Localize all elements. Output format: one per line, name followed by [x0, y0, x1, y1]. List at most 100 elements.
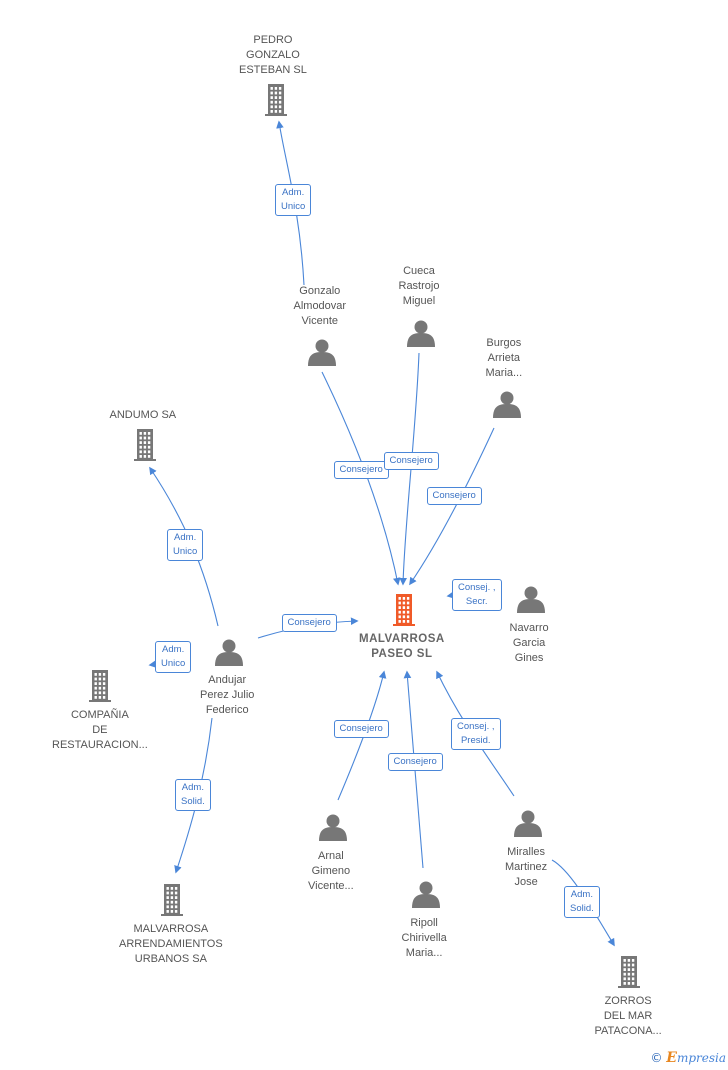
node-label-line: Burgos: [486, 337, 522, 349]
edge-label-e5[interactable]: Consej. , Secr.: [452, 579, 502, 611]
edge-label-e11[interactable]: Consejero: [387, 753, 443, 771]
node-label-line: ZORROS: [604, 995, 652, 1007]
node-label-malvarrosa[interactable]: MALVARROSA PASEO SL: [359, 632, 445, 662]
edge-label-line: Consejero: [393, 756, 437, 767]
edge-label-e4[interactable]: Consejero: [426, 487, 482, 505]
node-label-line: Maria...: [405, 947, 443, 959]
node-label-line: ANDUMO SA: [109, 409, 177, 421]
node-label-line: Miguel: [402, 295, 436, 307]
copyright-symbol: ©: [650, 1051, 663, 1065]
edge-label-line: Consejero: [339, 723, 383, 734]
cueca-person-icon[interactable]: [407, 320, 435, 348]
edge-label-line: Consejero: [432, 490, 476, 501]
node-label-line: Cueca: [403, 265, 435, 277]
edge-label-line: Adm.: [570, 889, 593, 900]
edge-label-line: Unico: [173, 546, 198, 557]
node-label-line: URBANOS SA: [134, 953, 207, 965]
node-label-line: Martinez: [505, 861, 548, 873]
compania-building-icon[interactable]: [89, 670, 111, 702]
node-label-line: Jose: [514, 876, 538, 888]
node-label-line: Vicente: [301, 315, 339, 327]
edge-label-e13[interactable]: Adm. Solid.: [564, 886, 600, 918]
node-label-line: Chirivella: [401, 932, 447, 944]
node-label-line: PATACONA...: [594, 1025, 662, 1037]
node-label-line: Almodovar: [293, 300, 347, 312]
edge-label-e3[interactable]: Consejero: [383, 452, 439, 470]
edge-label-line: Solid.: [570, 903, 594, 914]
edge-label-line: Adm.: [282, 187, 305, 198]
edge-label-line: Unico: [281, 201, 306, 212]
edge-label-line: Presid.: [460, 735, 491, 746]
gonzalo-person-icon[interactable]: [308, 339, 336, 367]
node-label-line: RESTAURACION...: [52, 739, 148, 751]
edge-gonzalo-to-malvarrosa: [321, 371, 401, 586]
node-label-zorros[interactable]: ZORROS DEL MAR PATACONA...: [595, 994, 662, 1039]
node-label-line: Arnal: [317, 850, 344, 862]
node-label-line: Miralles: [507, 846, 546, 858]
edge-label-e6[interactable]: Adm. Unico: [167, 529, 204, 561]
edge-label-e8[interactable]: Consejero: [281, 614, 337, 632]
edge-label-line: Consejero: [389, 455, 433, 466]
node-label-line: Rastrojo: [398, 280, 440, 292]
edge-label-e1[interactable]: Adm. Unico: [275, 184, 312, 216]
miralles-person-icon[interactable]: [514, 810, 542, 838]
brand-name: mpresia: [676, 1051, 726, 1065]
node-label-line: Maria...: [485, 367, 523, 379]
arrend-building-icon[interactable]: [161, 884, 183, 916]
edge-label-line: Adm.: [181, 782, 204, 793]
edge-burgos-to-malvarrosa: [409, 427, 495, 586]
edge-label-line: Adm.: [162, 644, 185, 655]
arnal-person-icon[interactable]: [319, 814, 347, 842]
zorros-building-icon[interactable]: [618, 956, 640, 988]
node-label-line: Vicente...: [308, 880, 354, 892]
edge-label-line: Solid.: [181, 796, 205, 807]
node-label-line: DEL MAR: [603, 1010, 653, 1022]
node-label-line: Andujar: [208, 674, 247, 686]
node-label-andumo[interactable]: ANDUMO SA: [110, 408, 177, 423]
edge-label-e10[interactable]: Consejero: [333, 720, 389, 738]
edge-label-line: Consej. ,: [458, 582, 496, 593]
node-label-line: Perez Julio: [200, 689, 255, 701]
edge-label-line: Unico: [161, 658, 186, 669]
edge-label-line: Consejero: [339, 464, 383, 475]
node-label-line: Gines: [514, 652, 544, 664]
andujar-person-icon[interactable]: [215, 639, 243, 667]
edge-label-e9[interactable]: Adm. Solid.: [175, 779, 211, 811]
edge-label-e12[interactable]: Consej. , Presid.: [451, 718, 501, 750]
burgos-person-icon[interactable]: [493, 391, 521, 419]
node-label-line: PEDRO: [253, 34, 293, 46]
node-label-arrend[interactable]: MALVARROSA ARRENDAMIENTOS URBANOS SA: [119, 922, 223, 967]
node-label-line: Ripoll: [410, 917, 438, 929]
edge-label-e7[interactable]: Adm. Unico: [155, 641, 192, 673]
edge-label-e2[interactable]: Consejero: [333, 461, 389, 479]
ripoll-person-icon[interactable]: [412, 881, 440, 909]
brand-footer[interactable]: © Empresia: [650, 1050, 726, 1066]
node-label-line: MALVARROSA: [133, 923, 209, 935]
brand-initial: E: [666, 1050, 677, 1066]
node-label-line: Arrieta: [487, 352, 521, 364]
andumo-building-icon[interactable]: [134, 429, 156, 461]
navarro-person-icon[interactable]: [517, 586, 545, 614]
edge-label-line: Secr.: [465, 596, 488, 607]
edge-label-line: Adm.: [174, 532, 197, 543]
edge-label-line: Consejero: [287, 617, 331, 628]
node-label-line: DE: [92, 724, 108, 736]
node-label-line: ARRENDAMIENTOS: [119, 938, 223, 950]
edge-label-line: Consej. ,: [457, 721, 495, 732]
node-label-line: Federico: [205, 704, 249, 716]
node-label-line: Gimeno: [311, 865, 351, 877]
pedro-building-icon[interactable]: [265, 84, 287, 116]
node-label-line: MALVARROSA: [359, 633, 445, 645]
node-label-line: PASEO SL: [371, 648, 433, 660]
malvarrosa-building-icon[interactable]: [393, 594, 415, 626]
